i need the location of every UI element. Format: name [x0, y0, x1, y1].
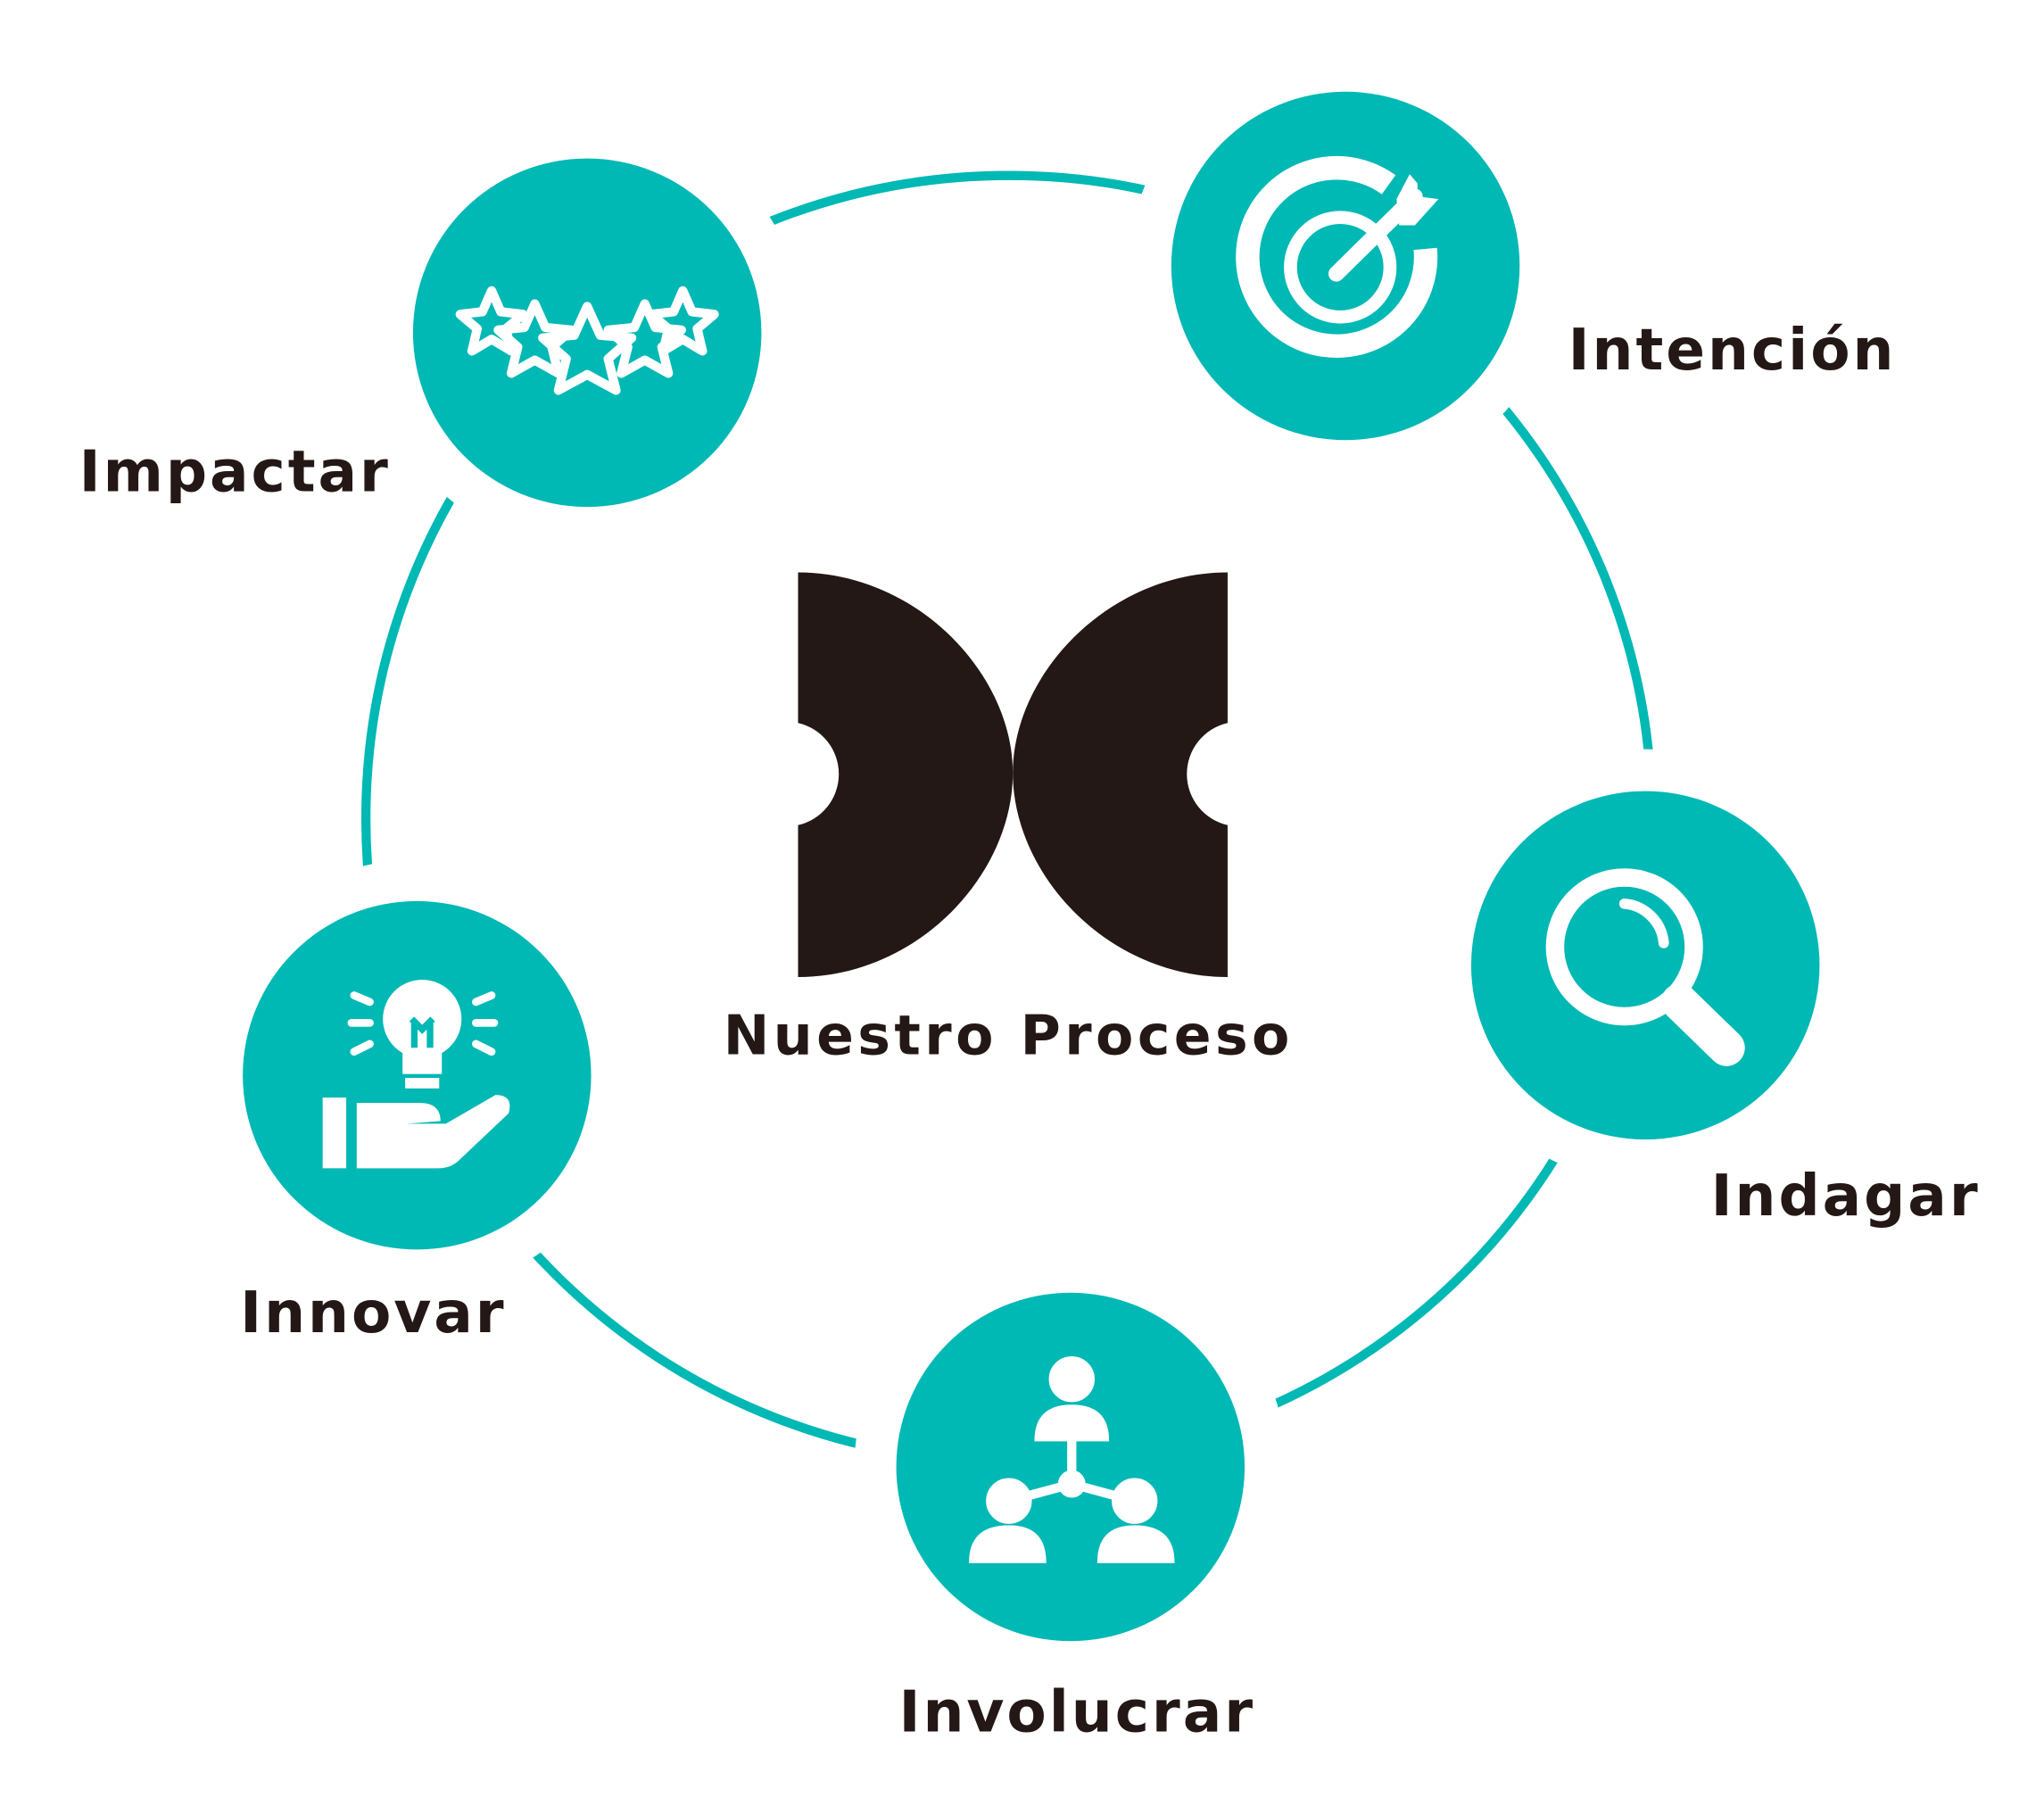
step-label: Involucrar [899, 1679, 1255, 1746]
step-circle [1470, 791, 1820, 1140]
step-indagar: Indagar [1470, 791, 1981, 1230]
step-label: Indagar [1711, 1163, 1981, 1230]
step-label: Impactar [79, 438, 391, 505]
step-innovar: Innovar [240, 900, 592, 1346]
step-label: Innovar [240, 1280, 506, 1346]
step-label: Intención [1568, 317, 1897, 384]
step-involucrar: Involucrar [896, 1292, 1255, 1746]
step-circle [243, 900, 592, 1250]
people-network-icon [969, 1355, 1175, 1563]
center-title: Nuestro Proceso [724, 1004, 1294, 1068]
lightbulb-hand-icon [322, 979, 510, 1169]
step-impactar: Impactar [79, 158, 762, 508]
step-intencion: Intención [1171, 91, 1897, 441]
stars-icon [455, 286, 719, 395]
nuestro-proceso-logo [798, 572, 1228, 978]
step-circle [412, 158, 762, 508]
magnifier-icon [1545, 868, 1745, 1066]
